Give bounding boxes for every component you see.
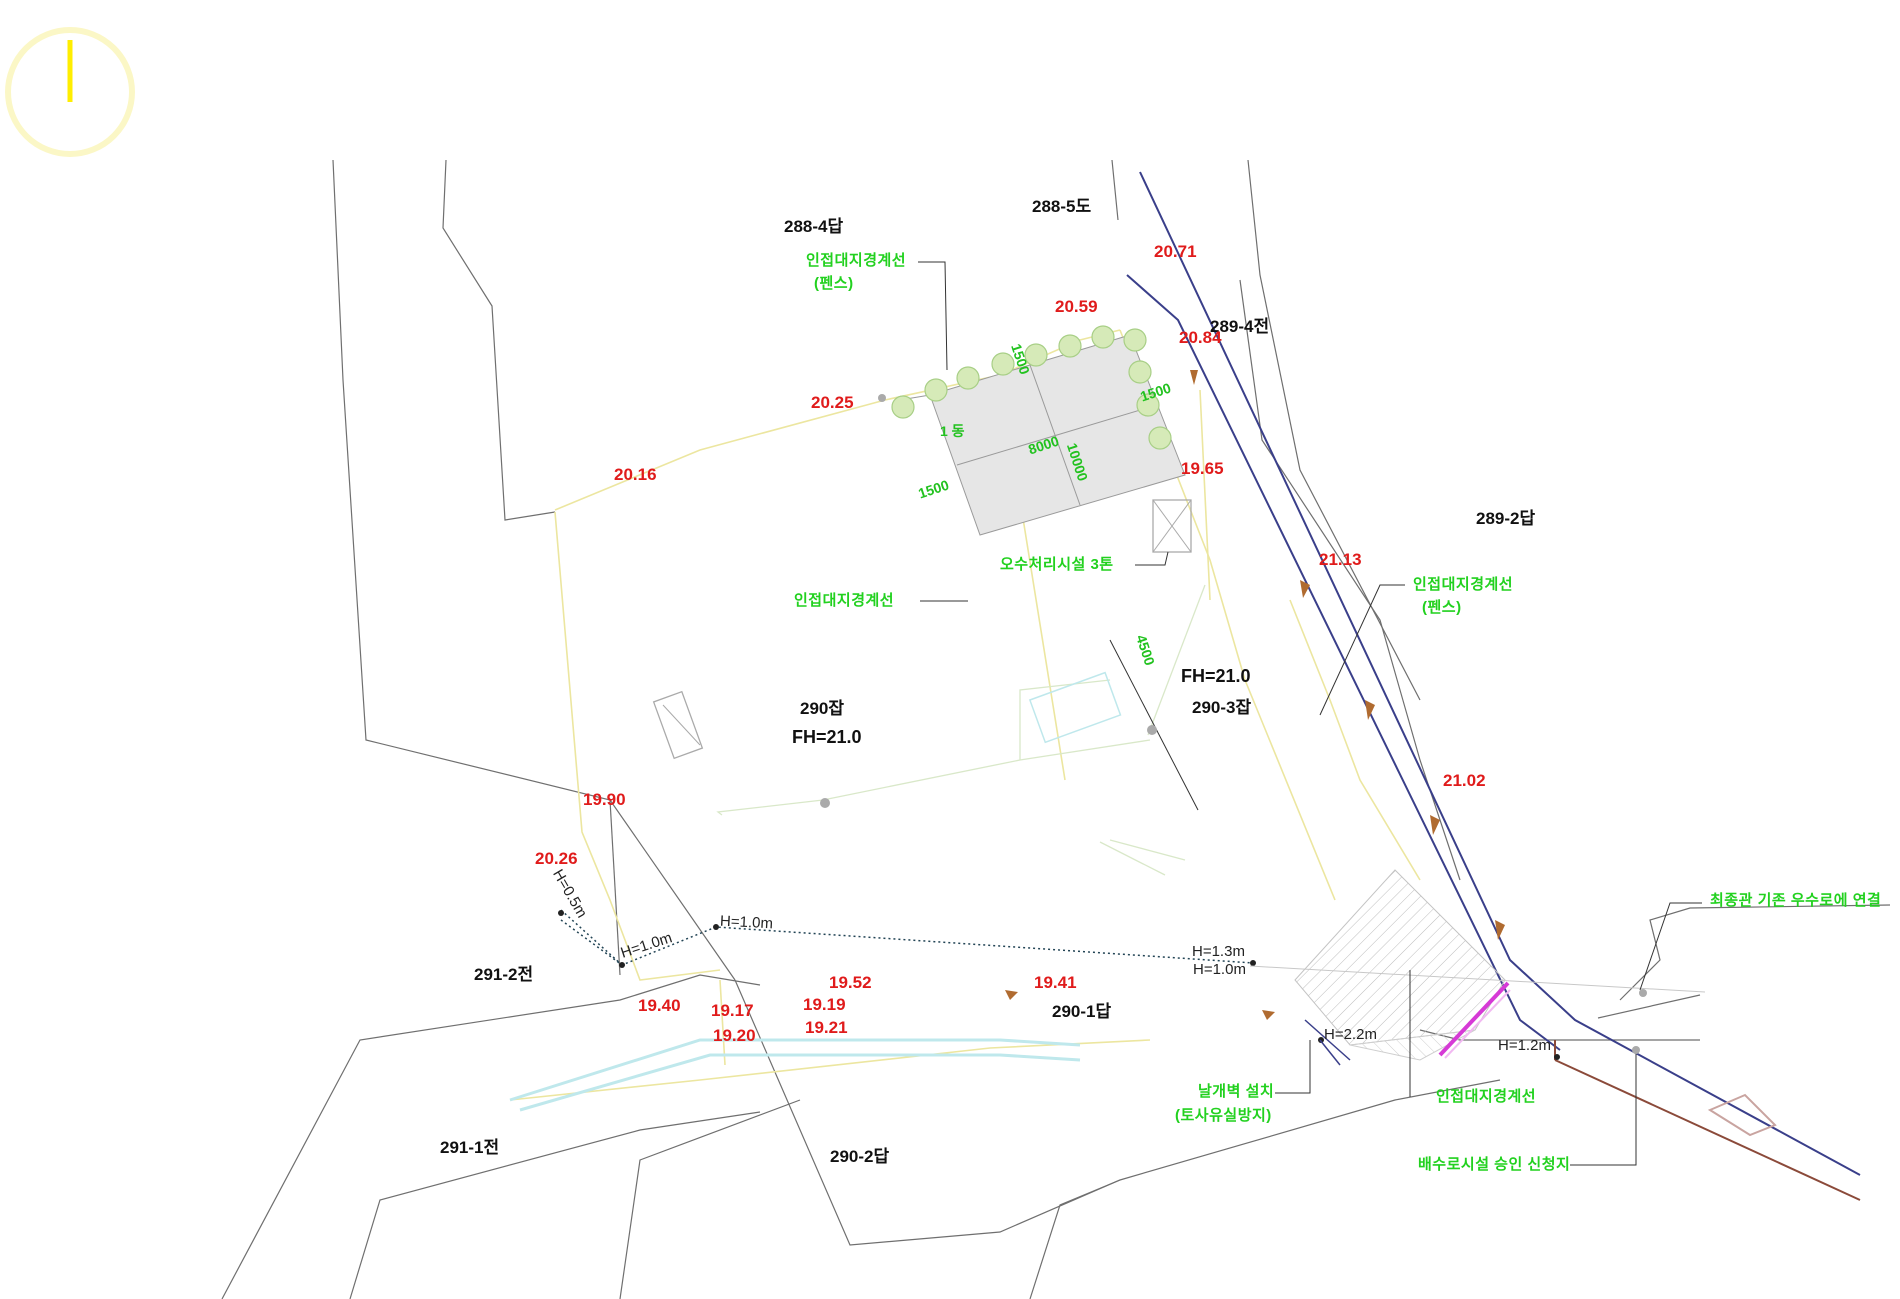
elevation: 19.90 [583, 790, 626, 809]
parcel-290-3: 290-3잡 [1192, 698, 1252, 717]
fence-label-right: (펜스) [1422, 599, 1462, 616]
parcel-289-2: 289-2답 [1476, 509, 1536, 528]
elevation: 21.02 [1443, 771, 1486, 790]
leader-lines [918, 261, 1702, 1166]
height-dim: H=2.2m [1324, 1026, 1377, 1043]
elevation: 20.16 [614, 465, 657, 484]
parcel-288-4: 288-4답 [784, 217, 844, 236]
height-dim: H=1.0m [1193, 961, 1246, 978]
road-lines [1126, 171, 1861, 1176]
elevation: 19.65 [1181, 459, 1224, 478]
drain-markers [1005, 370, 1505, 1020]
height-dim: H=1.2m [1498, 1037, 1551, 1054]
floor-height-main: FH=21.0 [792, 727, 862, 747]
height-dim: H=1.0m [719, 912, 774, 933]
parcel-290: 290잡 [800, 699, 845, 718]
building-name: 1 동 [940, 423, 965, 439]
fence-label-top: (펜스) [814, 275, 854, 292]
elevation: 20.71 [1154, 242, 1197, 261]
parcel-288-5: 288-5도 [1032, 197, 1092, 216]
drain-outlet [1707, 1093, 1777, 1137]
apply-site-label: 배수로시설 승인 신청지 [1418, 1156, 1571, 1173]
parcel-291-1: 291-1전 [440, 1138, 500, 1157]
elevation: 19.52 [829, 973, 872, 992]
elevation: 20.25 [811, 393, 854, 412]
height-line [560, 909, 1254, 966]
sediment-label: (토사유실방지) [1175, 1107, 1272, 1124]
elevation: 21.13 [1319, 550, 1362, 569]
parcel-290-2: 290-2답 [830, 1147, 890, 1166]
elevation: 19.21 [805, 1018, 848, 1037]
drain-connect-label: 최종관 기존 우수로에 연결 [1710, 892, 1882, 909]
parcel-289-4: 289-4전 [1210, 317, 1270, 336]
parcel-290-1: 290-1답 [1052, 1002, 1112, 1021]
boundary-fence-label-top: 인접대지경계선 [806, 252, 907, 269]
boundary-fence-label-right: 인접대지경계선 [1413, 576, 1514, 593]
parcel-291-2: 291-2전 [474, 965, 534, 984]
magenta-pipe [1438, 981, 1510, 1057]
retaining-wall-label: 날개벽 설치 [1198, 1083, 1275, 1100]
elevation: 20.84 [1179, 328, 1222, 347]
elevation: 19.40 [638, 996, 681, 1015]
septic-tank [652, 499, 1192, 760]
height-points [558, 910, 1560, 1060]
septic-label: 오수처리시설 3톤 [1000, 556, 1114, 573]
parcel-boundaries [221, 159, 1891, 1299]
elevation: 19.41 [1034, 973, 1077, 992]
elevation: 20.59 [1055, 297, 1098, 316]
wing-wall-hatch [1294, 869, 1506, 1061]
manholes [820, 394, 1647, 1054]
elevation: 20.26 [535, 849, 578, 868]
drain-edge [1554, 1040, 1861, 1201]
building-1 [899, 334, 1186, 536]
elevation: 19.17 [711, 1001, 754, 1020]
drain-channel [509, 671, 1122, 1112]
north-marker [5, 27, 135, 157]
floor-height-east: FH=21.0 [1181, 666, 1251, 686]
elevation: 19.19 [803, 995, 846, 1014]
boundary-label-bottom: 인접대지경계선 [1436, 1088, 1537, 1105]
elevation: 19.20 [713, 1026, 756, 1045]
trees [891, 325, 1172, 450]
boundary-label-mid: 인접대지경계선 [794, 592, 895, 609]
height-dim: H=1.3m [1192, 943, 1245, 960]
